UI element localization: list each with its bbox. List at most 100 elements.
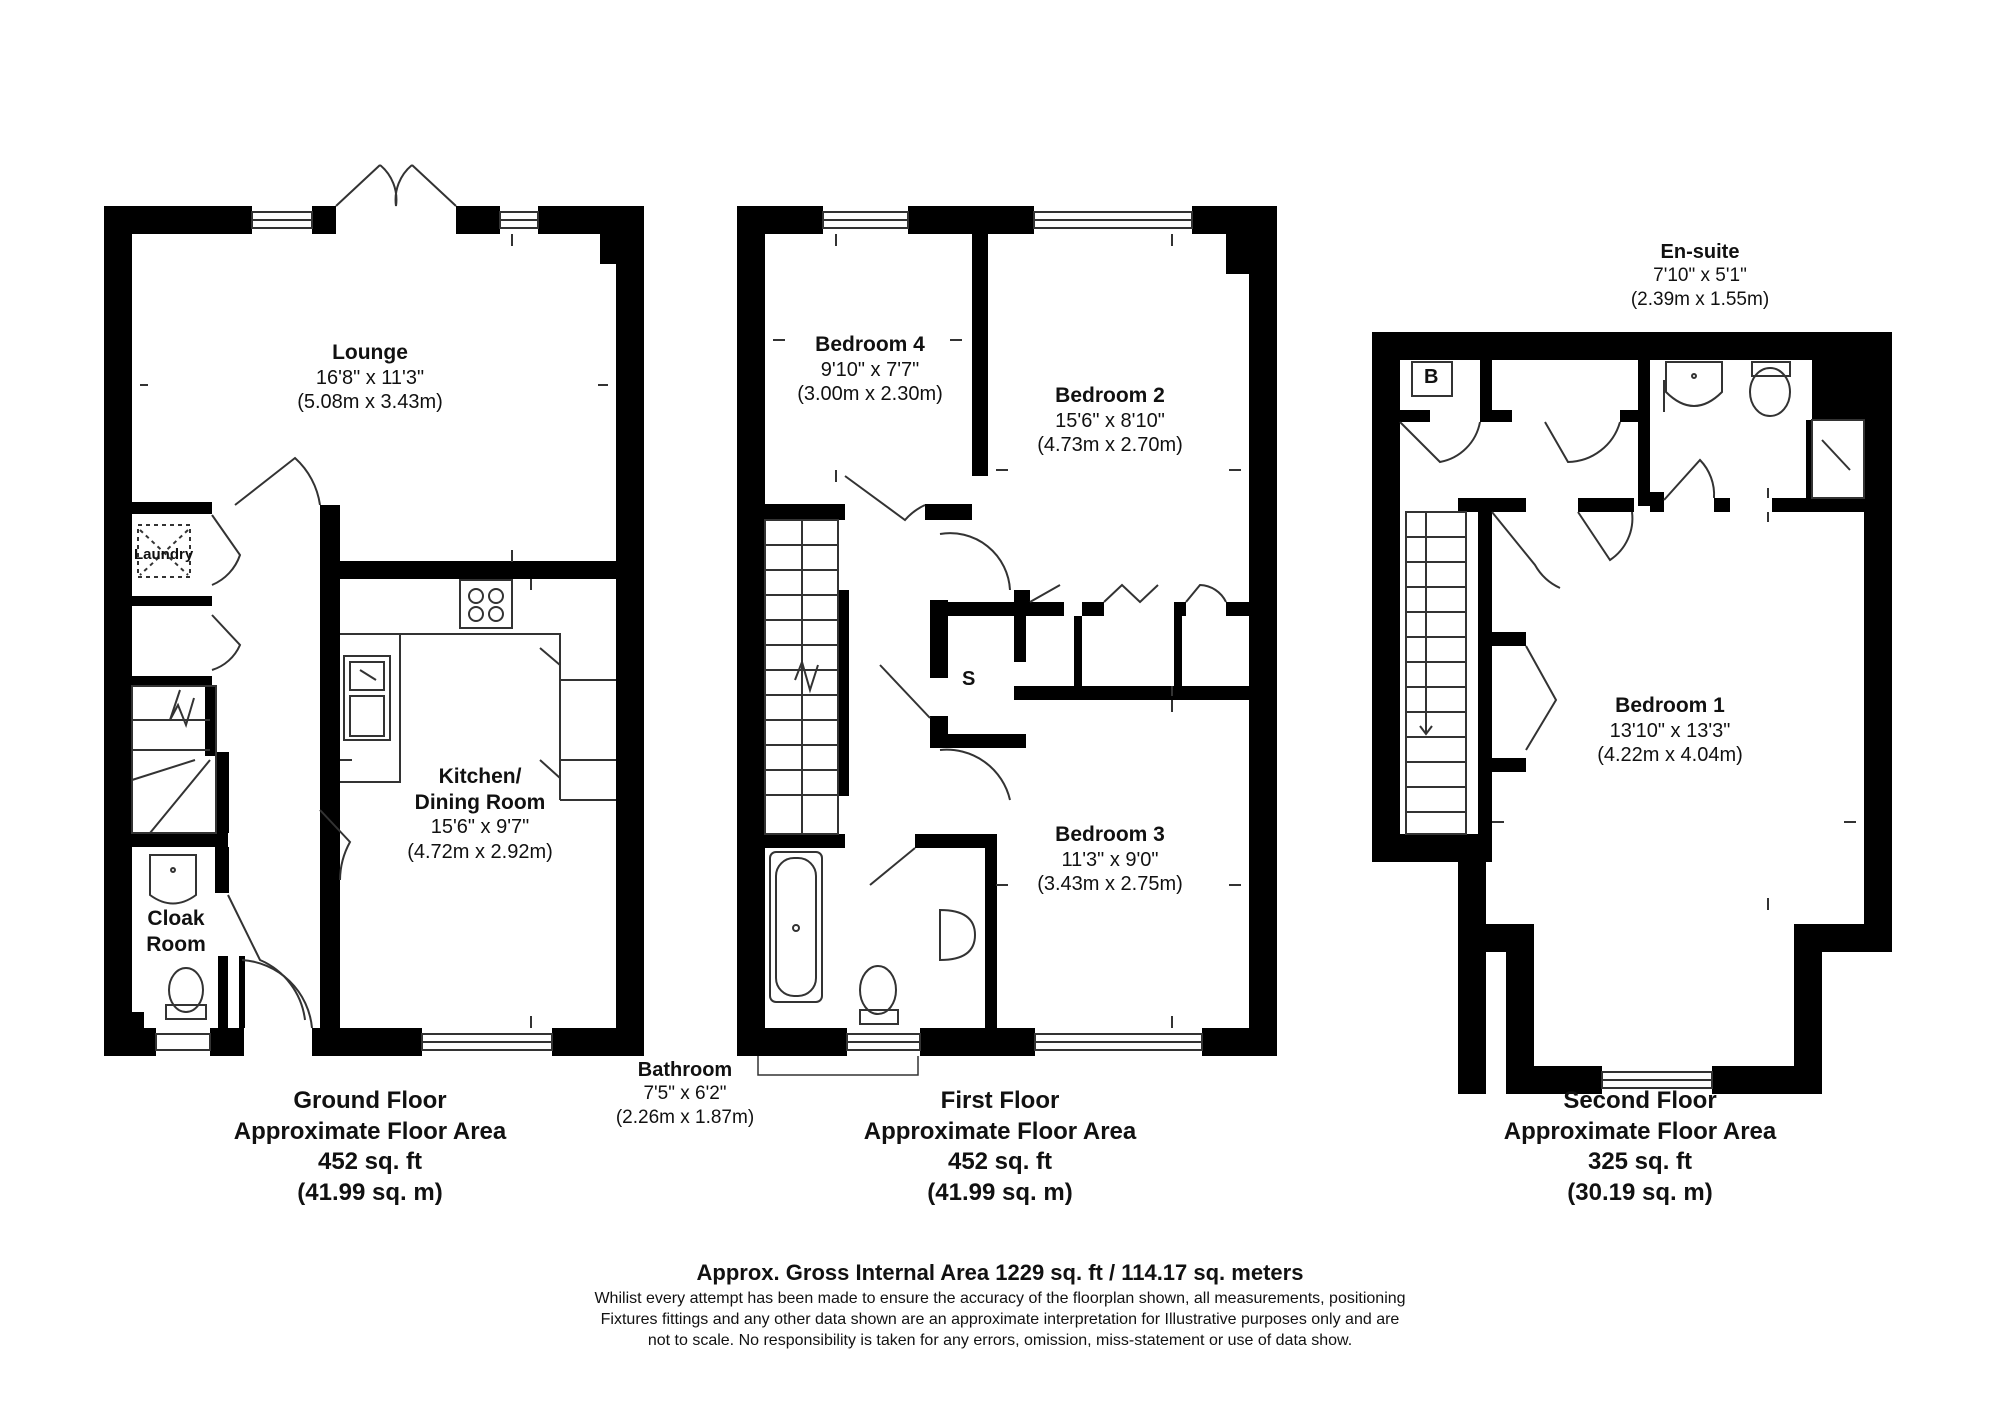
wall xyxy=(1812,360,1864,420)
room-label-bedroom1: Bedroom 1 13'10" x 13'3" (4.22m x 4.04m) xyxy=(1570,693,1770,767)
ensuite-toilet xyxy=(1749,367,1791,417)
cloak-toilet xyxy=(168,967,204,1013)
wall xyxy=(972,234,988,476)
wall xyxy=(1400,410,1430,422)
door-swing xyxy=(1577,511,1634,562)
first-floor-plan xyxy=(737,206,1277,1056)
wall xyxy=(1506,1066,1602,1094)
hob xyxy=(459,579,513,629)
wall xyxy=(1480,360,1492,422)
washer xyxy=(137,524,191,578)
wall xyxy=(215,752,229,833)
wall xyxy=(1372,332,1400,862)
floor-area-caption: Approximate Floor Area xyxy=(863,1117,1137,1145)
room-dimensions-metric: (4.73m x 2.70m) xyxy=(1037,434,1183,456)
wall xyxy=(930,600,948,678)
floor-area-sqft: 452 sq. ft xyxy=(947,1148,1053,1176)
wall xyxy=(765,504,845,520)
wall xyxy=(1578,498,1634,512)
room-dimensions-metric: (5.08m x 3.43m) xyxy=(297,391,443,413)
wall xyxy=(838,590,849,796)
wall xyxy=(1794,924,1870,952)
floor-area-sqm: (41.99 sq. m) xyxy=(927,1179,1073,1207)
room-name-line2: Room xyxy=(146,932,206,956)
room-label-store: S xyxy=(962,668,976,690)
wall xyxy=(132,833,228,847)
floor-name: Second Floor xyxy=(1563,1087,1717,1114)
wall xyxy=(1794,924,1822,1094)
floor-caption-ground: Ground Floor Approximate Floor Area 452 … xyxy=(200,1086,540,1209)
wall xyxy=(765,834,845,848)
wall xyxy=(239,956,245,1028)
wall xyxy=(1638,360,1650,506)
ensuite-basin xyxy=(1665,361,1723,407)
wall xyxy=(1714,498,1730,512)
room-label-bedroom4: Bedroom 4 9'10" x 7'7" (3.00m x 2.30m) xyxy=(780,332,960,406)
wall xyxy=(737,1028,847,1056)
door-swing xyxy=(319,809,352,881)
room-name: Bedroom 4 xyxy=(815,333,925,356)
wall xyxy=(132,596,212,606)
door-swing xyxy=(869,847,916,886)
door-swing xyxy=(211,514,242,586)
wall xyxy=(1226,602,1249,616)
door-swing xyxy=(1525,645,1558,751)
wall xyxy=(985,834,997,1028)
door-swing xyxy=(939,748,1011,801)
stairs xyxy=(1405,511,1467,835)
wall xyxy=(1192,206,1277,234)
room-dimensions-imperial: 7'5" x 6'2" xyxy=(643,1083,727,1105)
wall xyxy=(312,1028,422,1056)
floor-area-sqft: 452 sq. ft xyxy=(317,1148,423,1176)
wall xyxy=(456,206,500,234)
wall xyxy=(320,505,340,579)
wall xyxy=(930,734,1026,748)
dimension-arrow xyxy=(773,234,1241,1028)
door-swing xyxy=(1663,458,1716,501)
wall xyxy=(600,234,616,264)
wall xyxy=(1014,590,1030,602)
gross-internal-area: Approx. Gross Internal Area 1229 sq. ft … xyxy=(696,1260,1304,1285)
sink xyxy=(343,655,391,741)
second-floor-plan xyxy=(1372,332,1892,1094)
wall xyxy=(1650,492,1664,512)
wall xyxy=(1478,498,1526,512)
floor-area-caption: Approximate Floor Area xyxy=(1503,1117,1777,1145)
room-name-line1: Cloak xyxy=(147,907,205,930)
wall xyxy=(1506,924,1534,1094)
wall xyxy=(210,1028,244,1056)
room-label-bathroom: Bathroom 7'5" x 6'2" (2.26m x 1.87m) xyxy=(595,1058,775,1129)
disclaimer-line: Whilist every attempt has been made to e… xyxy=(594,1290,1406,1307)
wall xyxy=(737,206,823,234)
door-swing xyxy=(241,959,313,1029)
room-name: En-suite xyxy=(1660,241,1740,263)
wall xyxy=(1772,498,1864,512)
stairs xyxy=(131,685,217,834)
ground-floor-plan xyxy=(104,206,644,1056)
wall xyxy=(104,1028,156,1056)
wall xyxy=(1174,616,1182,686)
wall xyxy=(1082,602,1104,616)
room-dimensions-imperial: 15'6" x 9'7" xyxy=(430,816,530,839)
wall xyxy=(340,561,616,579)
door-swing xyxy=(1399,421,1481,464)
room-name-line1: Kitchen/ xyxy=(438,765,522,788)
wall xyxy=(908,206,1034,234)
door-swing xyxy=(879,664,931,719)
wall xyxy=(1864,332,1892,952)
dimension-arrow xyxy=(140,234,616,1028)
wall xyxy=(1249,206,1277,1056)
wall xyxy=(320,579,340,1028)
bathroom-pointer xyxy=(757,1056,919,1076)
wall xyxy=(538,206,644,234)
room-dimensions-imperial: 7'10" x 5'1" xyxy=(1653,265,1747,287)
wall xyxy=(737,206,765,1056)
room-dimensions-metric: (3.00m x 2.30m) xyxy=(797,383,943,405)
wall xyxy=(1480,410,1512,422)
bath xyxy=(769,851,823,1003)
wall xyxy=(1074,616,1082,686)
room-label-ensuite: En-suite 7'10" x 5'1" (2.39m x 1.55m) xyxy=(1610,240,1790,311)
door-swing xyxy=(1544,421,1621,464)
floor-name: Ground Floor xyxy=(293,1087,447,1114)
